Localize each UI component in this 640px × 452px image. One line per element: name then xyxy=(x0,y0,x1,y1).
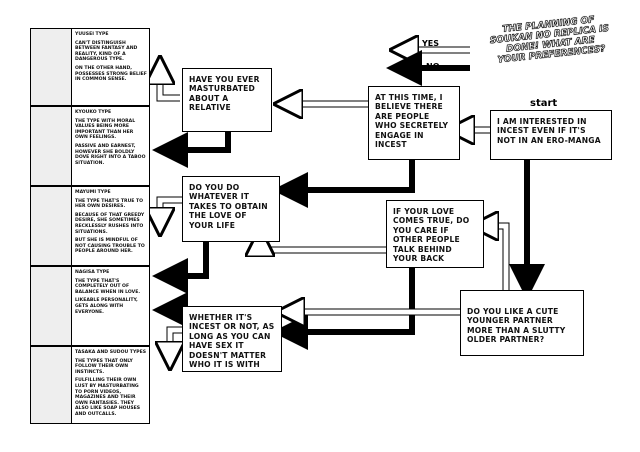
portrait-image xyxy=(31,107,72,185)
character-desc: LIKEABLE PERSONALITY, GETS ALONG WITH EV… xyxy=(75,298,138,315)
character-desc: THE TYPE THAT'S TRUE TO HER OWN DESIRES. xyxy=(75,198,144,210)
portrait-image xyxy=(31,267,72,345)
question-box-q4: DO YOU DO WHATEVER IT TAKES TO OBTAIN TH… xyxy=(182,176,280,242)
character-box-nagisa: NAGISA TYPE THE TYPE THAT'S COMPLETELY O… xyxy=(30,266,150,346)
character-type: TASAKA AND SUDOU TYPES xyxy=(75,350,147,355)
character-box-mayumi: MAYUMI TYPE THE TYPE THAT'S TRUE TO HER … xyxy=(30,186,150,266)
character-desc: ON THE OTHER HAND, POSSESSES STRONG BELI… xyxy=(75,65,147,83)
character-desc: BUT SHE IS MINDFUL OF NOT CAUSING TROUBL… xyxy=(75,238,145,255)
question-box-q1: I AM INTERESTED IN INCEST EVEN IF IT'S N… xyxy=(490,110,612,160)
character-type: KYOUKO TYPE xyxy=(75,110,112,115)
question-box-q3: HAVE YOU EVER MASTURBATED ABOUT A RELATI… xyxy=(182,68,272,132)
character-desc: FULFILLING THEIR OWN LUST BY MASTURBATIN… xyxy=(75,378,141,417)
character-type: MAYUMI TYPE xyxy=(75,190,111,195)
character-box-kyouko: KYOUKO TYPE THE TYPE WITH MORAL VALUES B… xyxy=(30,106,150,186)
character-desc: BECAUSE OF THAT GREEDY DESIRE, SHE SOMET… xyxy=(75,212,145,235)
character-type: YUUSEI TYPE xyxy=(75,32,109,37)
question-box-q7: WHETHER IT'S INCEST OR NOT, AS LONG AS Y… xyxy=(182,306,282,372)
character-desc: THE TYPE THAT'S COMPLETELY OUT OF BALANC… xyxy=(75,278,141,295)
portrait-image xyxy=(31,187,72,265)
portrait-image xyxy=(31,347,72,423)
start-label: start xyxy=(530,98,558,109)
legend-yes-label: YES xyxy=(422,39,440,48)
character-box-yuusei: YUUSEI TYPE CAN'T DISTINGUISH BETWEEN FA… xyxy=(30,28,150,106)
portrait-image xyxy=(31,29,72,105)
question-box-q6: DO YOU LIKE A CUTE YOUNGER PARTNER MORE … xyxy=(460,290,584,356)
character-desc: CAN'T DISTINGUISH BETWEEN FANTASY AND RE… xyxy=(75,40,138,63)
question-box-q5: IF YOUR LOVE COMES TRUE, DO YOU CARE IF … xyxy=(386,200,484,268)
character-box-tasaka-sudou: TASAKA AND SUDOU TYPES THE TYPES THAT ON… xyxy=(30,346,150,424)
page-title: THE PLANNING OF SOUKAN NO REPLICA IS DON… xyxy=(489,15,610,66)
character-desc: THE TYPES THAT ONLY FOLLOW THEIR OWN INS… xyxy=(75,358,133,375)
character-desc: PASSIVE AND EARNEST, HOWEVER SHE BOLDLY … xyxy=(75,143,146,166)
character-type: NAGISA TYPE xyxy=(75,270,110,275)
character-desc: THE TYPE WITH MORAL VALUES BEING MORE IM… xyxy=(75,118,136,141)
legend-no-label: NO xyxy=(426,62,440,71)
question-box-q2: AT THIS TIME, I BELIEVE THERE ARE PEOPLE… xyxy=(368,86,460,160)
